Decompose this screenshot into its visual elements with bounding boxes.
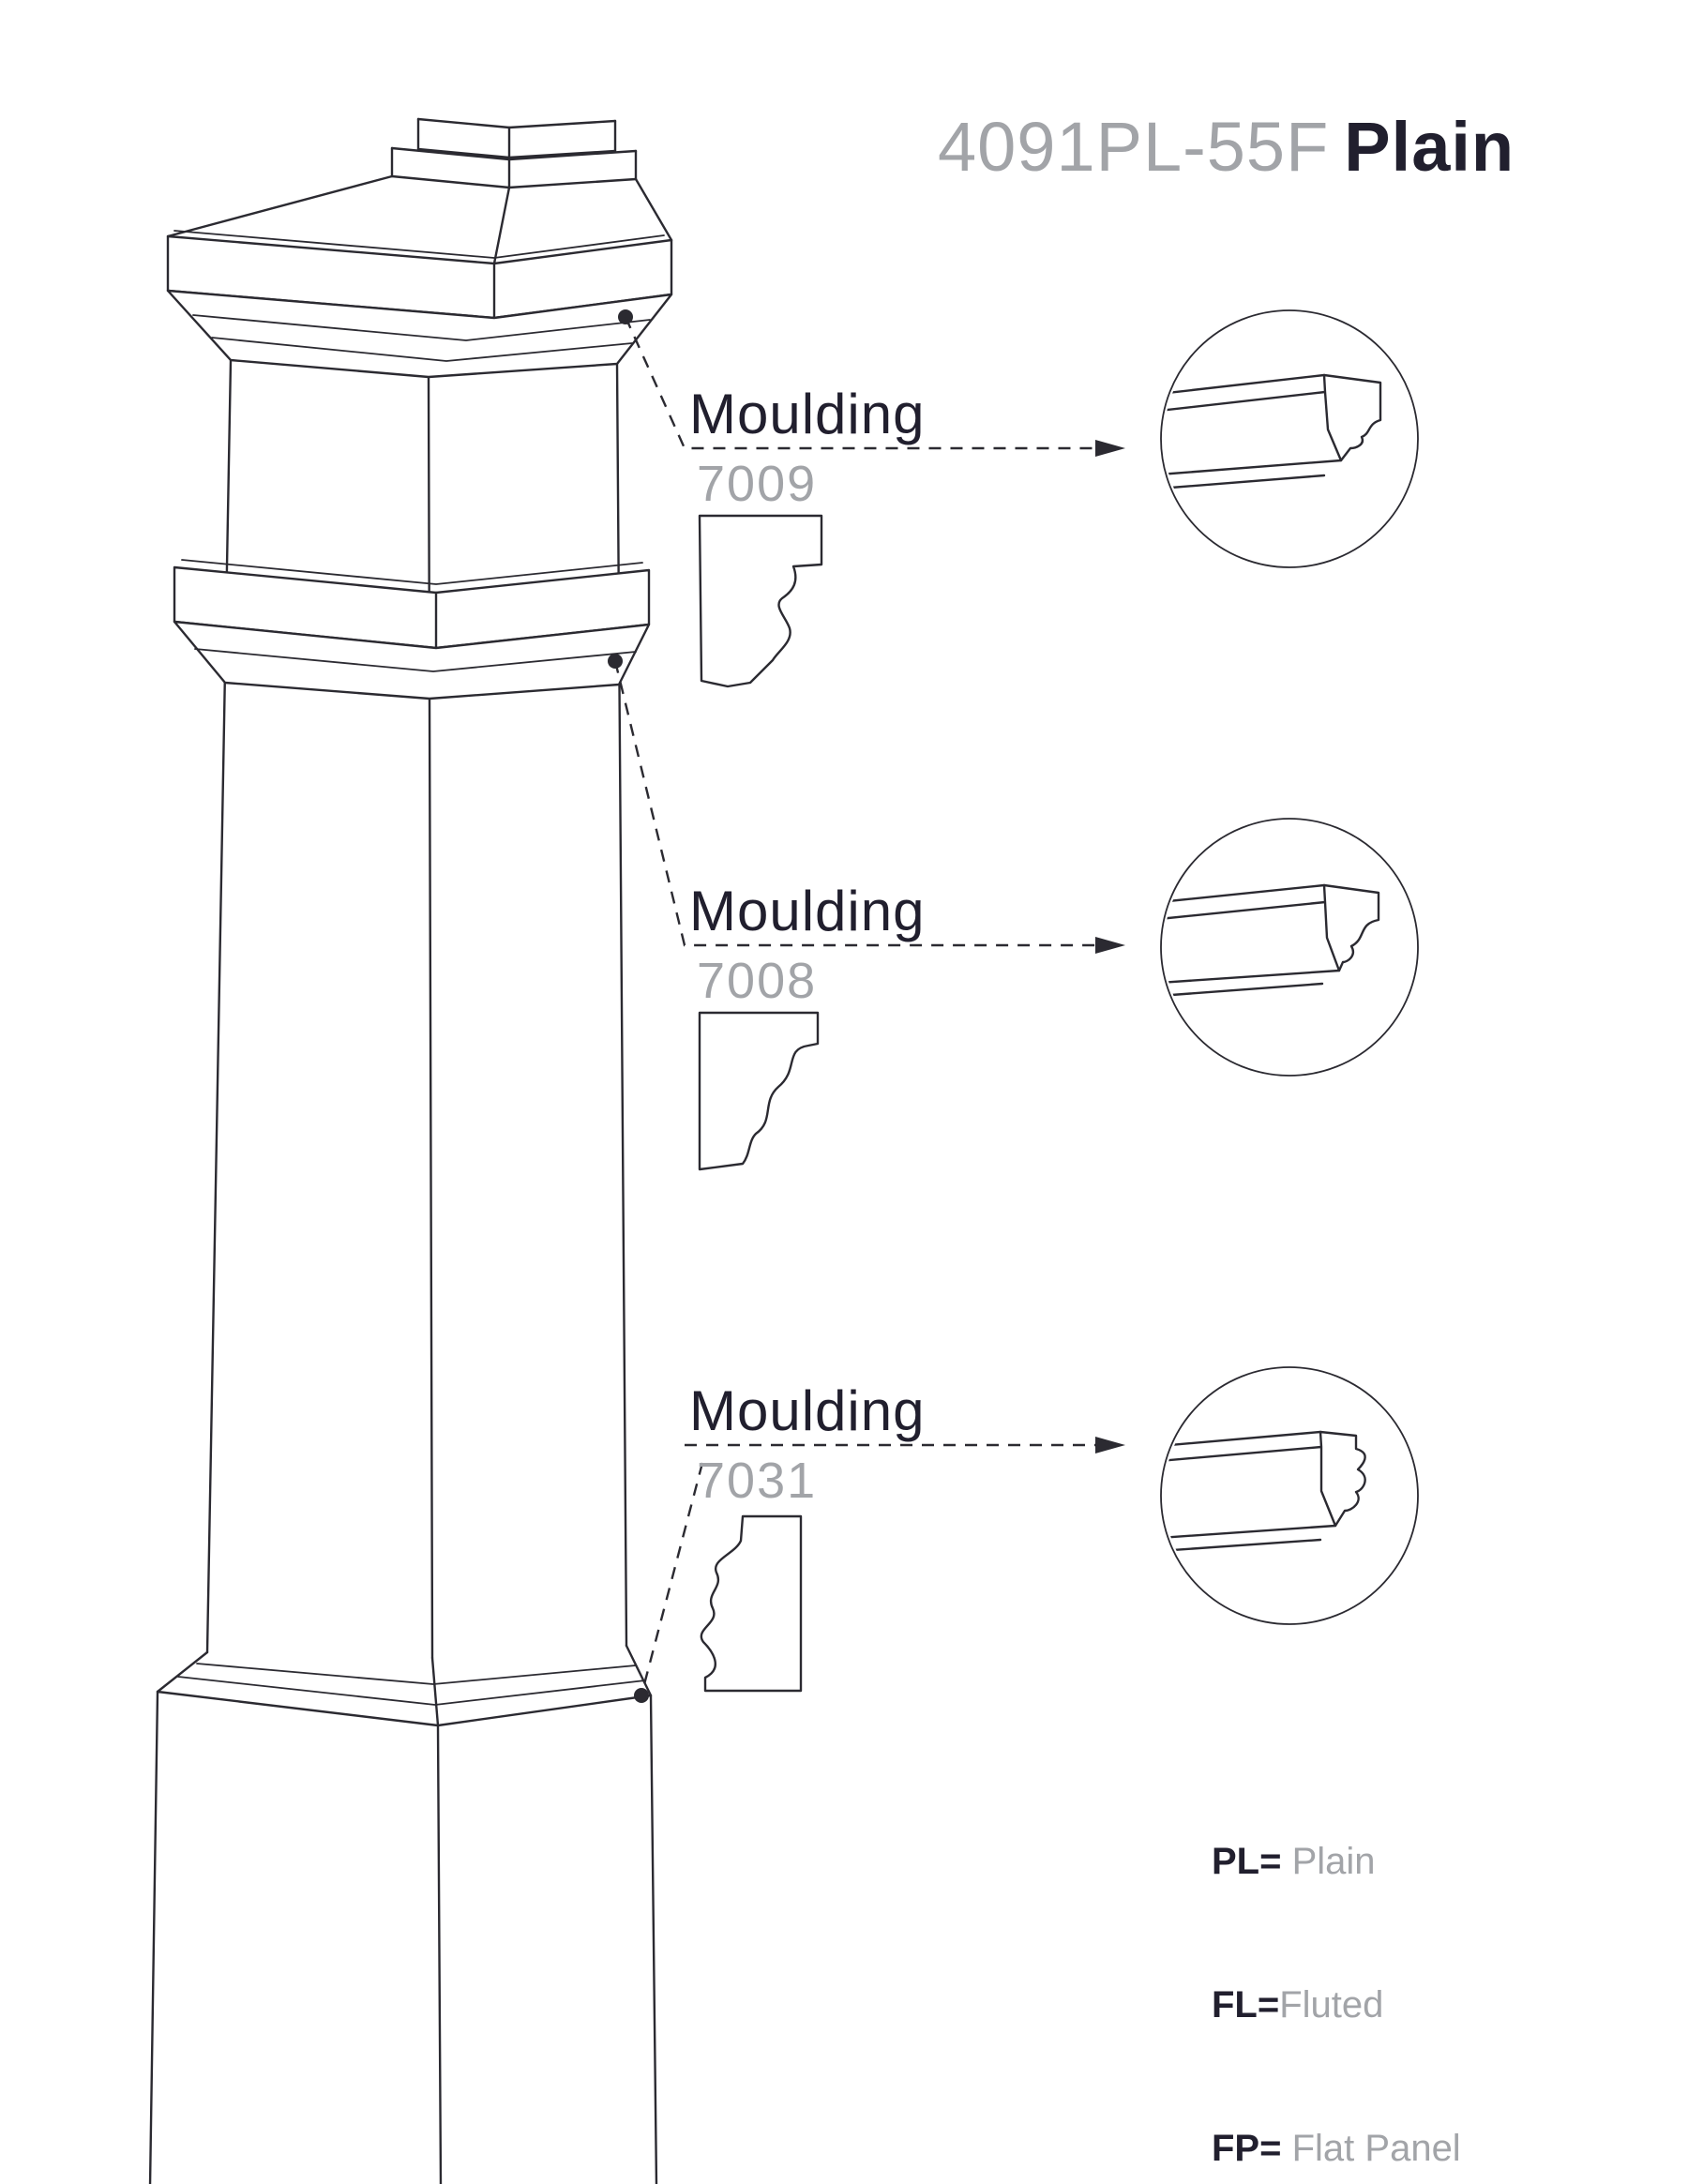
arrow-right-icon xyxy=(1095,440,1125,457)
detail-circle-7008 xyxy=(1160,818,1419,1077)
detail-circle-7009 xyxy=(1160,309,1419,568)
mid-moulding-band xyxy=(173,559,651,700)
legend-row: PL= Plain xyxy=(1212,1841,1376,1882)
callout-leader-7031 xyxy=(634,1437,1125,1703)
callout-leader-7008 xyxy=(608,654,1125,954)
arrow-right-icon xyxy=(1095,937,1125,954)
callout-dot xyxy=(634,1688,649,1703)
arrow-right-icon xyxy=(1095,1437,1125,1453)
style-code-legend: PL= Plain FL=Fluted FP= Flat Panel RP= R… xyxy=(1212,1742,1533,2184)
model-number: 4091PL-55F xyxy=(938,108,1330,186)
moulding-callout-7031: Moulding 7031 xyxy=(689,1379,1130,1510)
moulding-profile-7031-section xyxy=(700,1514,803,1693)
detail-circle-7031 xyxy=(1160,1366,1419,1625)
moulding-callout-7008: Moulding 7008 xyxy=(689,880,1130,1010)
legend-row: FL=Fluted xyxy=(1212,1984,1384,2026)
callout-label: Moulding xyxy=(689,383,926,445)
callout-leader-7009 xyxy=(618,309,1125,457)
moulding-profile-7008-section xyxy=(698,1011,820,1171)
post-cap xyxy=(166,117,673,379)
style-name: Plain xyxy=(1344,108,1515,186)
callout-number: 7009 xyxy=(697,456,818,513)
callout-label: Moulding xyxy=(689,1379,926,1442)
callout-label: Moulding xyxy=(689,880,926,942)
callout-number: 7031 xyxy=(697,1453,818,1510)
moulding-callout-7009: Moulding 7009 xyxy=(689,383,1130,513)
post-shaft xyxy=(205,358,628,1660)
post-base xyxy=(148,1644,658,2184)
legend-row: FP= Flat Panel xyxy=(1212,2128,1461,2169)
callout-number: 7008 xyxy=(697,953,818,1010)
moulding-profile-7009-section xyxy=(698,514,823,688)
